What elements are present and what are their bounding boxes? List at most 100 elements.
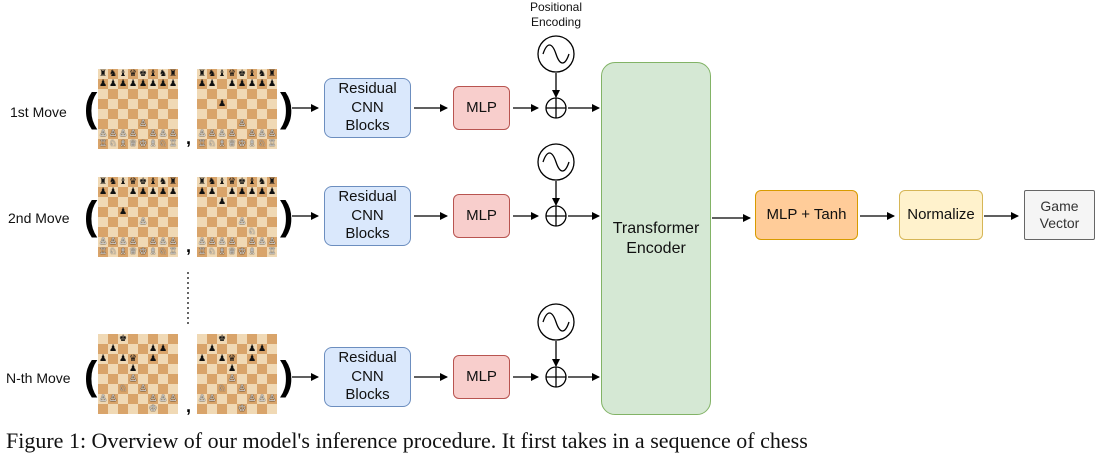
row-label-2nd-move: 2nd Move	[8, 210, 70, 226]
chess-square: ♙	[158, 237, 168, 247]
chess-square: ♙	[197, 237, 207, 247]
residual-cnn-line1: Residual	[338, 348, 397, 366]
chess-square	[128, 384, 138, 394]
chess-square	[237, 227, 247, 237]
residual-cnn-block-row1: Residual CNN Blocks	[324, 78, 411, 138]
chess-square	[138, 99, 148, 109]
chess-square	[247, 217, 257, 227]
chess-square	[207, 99, 217, 109]
chess-square	[267, 404, 277, 414]
chess-square	[217, 404, 227, 414]
chess-square: ♝	[148, 177, 158, 187]
chess-square	[148, 227, 158, 237]
chess-square	[237, 364, 247, 374]
chess-square	[158, 207, 168, 217]
chess-square	[138, 109, 148, 119]
transformer-encoder-line2: Encoder	[626, 239, 686, 257]
chess-square	[207, 354, 217, 364]
chess-square	[118, 374, 128, 384]
chess-square: ♜	[168, 177, 178, 187]
chess-square: ♝	[118, 177, 128, 187]
chess-square	[227, 89, 237, 99]
chess-square	[247, 364, 257, 374]
chess-square	[267, 217, 277, 227]
chess-square: ♔	[237, 247, 247, 257]
chess-square: ♟	[108, 344, 118, 354]
chess-square	[257, 217, 267, 227]
positional-encoding-label-line2: Encoding	[530, 15, 582, 29]
chess-square	[227, 344, 237, 354]
chess-square	[168, 217, 178, 227]
chess-square	[267, 344, 277, 354]
chess-square: ♟	[267, 79, 277, 89]
chess-square: ♗	[247, 247, 257, 257]
residual-cnn-line2: CNN	[351, 367, 384, 385]
chess-square	[267, 89, 277, 99]
chess-square: ♖	[98, 247, 108, 257]
chess-square	[148, 374, 158, 384]
game-vector-line2: Vector	[1039, 215, 1080, 231]
chess-square	[158, 404, 168, 414]
chess-square: ♙	[158, 394, 168, 404]
chess-square	[148, 207, 158, 217]
chess-square	[108, 89, 118, 99]
chess-square: ♞	[158, 177, 168, 187]
chess-square: ♟	[128, 79, 138, 89]
chess-square	[217, 394, 227, 404]
chess-square	[207, 374, 217, 384]
chess-square	[217, 374, 227, 384]
chess-square	[227, 217, 237, 227]
chess-square	[197, 227, 207, 237]
chess-square	[158, 89, 168, 99]
chess-square	[118, 109, 128, 119]
chess-square: ♟	[168, 187, 178, 197]
chess-square	[257, 334, 267, 344]
row-label-1st-move: 1st Move	[10, 104, 67, 120]
chess-square	[118, 394, 128, 404]
chess-square: ♟	[227, 79, 237, 89]
chess-square	[197, 364, 207, 374]
chess-square	[158, 384, 168, 394]
chess-board-row1-a: ♜♞♝♛♚♝♞♜♟♟♟♟♟♟♟♟♙♙♙♙♙♙♙♙♖♘♗♕♔♗♘♖	[98, 69, 178, 149]
chess-square	[217, 89, 227, 99]
chess-square	[257, 354, 267, 364]
chess-square	[168, 89, 178, 99]
chess-square: ♖	[197, 139, 207, 149]
chess-square	[118, 344, 128, 354]
chess-square	[158, 109, 168, 119]
chess-square	[237, 129, 247, 139]
chess-square	[148, 384, 158, 394]
chess-square: ♞	[207, 177, 217, 187]
chess-square: ♛	[227, 177, 237, 187]
chess-square	[158, 227, 168, 237]
chess-square: ♙	[237, 384, 247, 394]
chess-square: ♟	[237, 79, 247, 89]
positional-encoding-icon-row2	[537, 143, 575, 181]
chess-square: ♘	[108, 247, 118, 257]
chess-square	[197, 197, 207, 207]
residual-cnn-block-row2: Residual CNN Blocks	[324, 186, 411, 246]
chess-square	[108, 334, 118, 344]
chess-square: ♚	[237, 69, 247, 79]
chess-square: ♙	[118, 237, 128, 247]
chess-square: ♙	[197, 129, 207, 139]
chess-square	[207, 109, 217, 119]
chess-square: ♝	[217, 177, 227, 187]
chess-square	[148, 99, 158, 109]
chess-square: ♚	[217, 334, 227, 344]
chess-square: ♙	[98, 237, 108, 247]
chess-square: ♙	[98, 129, 108, 139]
chess-square	[267, 227, 277, 237]
chess-square	[138, 374, 148, 384]
mlp-block-row2: MLP	[453, 194, 510, 238]
chess-square: ♟	[148, 354, 158, 364]
mlp-tanh-block: MLP + Tanh	[755, 190, 858, 240]
chess-square	[108, 364, 118, 374]
chess-square: ♘	[257, 139, 267, 149]
chess-square: ♕	[227, 247, 237, 257]
close-paren-row2: )	[280, 194, 294, 238]
chess-square	[197, 99, 207, 109]
chess-square	[227, 404, 237, 414]
chess-square	[267, 334, 277, 344]
chess-square	[158, 364, 168, 374]
